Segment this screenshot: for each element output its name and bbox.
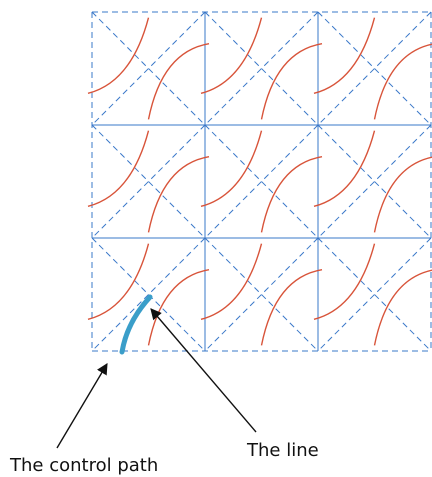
- cell-diagonal: [91, 237, 206, 352]
- red-curve: [147, 155, 210, 233]
- red-curve: [373, 43, 432, 120]
- red-curve: [200, 17, 263, 95]
- cell-diagonal: [317, 124, 432, 239]
- cell-diagonal: [317, 237, 432, 352]
- cell-diagonal: [204, 11, 319, 126]
- cell-diagonal: [204, 124, 319, 239]
- cell-diagonal: [317, 237, 432, 352]
- cell-diagonal: [91, 124, 206, 239]
- cell-diagonal: [317, 11, 432, 126]
- highlighted-control-path: [119, 294, 153, 355]
- cell-diagonal: [317, 11, 432, 126]
- cell-diagonal: [91, 237, 206, 352]
- cell-diagonal: [91, 11, 206, 126]
- red-curve: [313, 130, 376, 208]
- red-curve: [260, 155, 323, 233]
- arrow-the-line: [150, 308, 257, 433]
- red-curve: [260, 268, 323, 346]
- red-curve: [200, 243, 263, 321]
- red-curve: [87, 243, 150, 321]
- cell-diagonal: [204, 11, 319, 126]
- cell-diagonal: [204, 124, 319, 239]
- red-curve: [147, 268, 210, 346]
- red-curve: [373, 269, 432, 346]
- red-curve: [87, 130, 150, 208]
- red-curve: [87, 17, 150, 95]
- grid-layer: [91, 11, 432, 352]
- cell-diagonal: [91, 11, 206, 126]
- cell-diagonal: [91, 124, 206, 239]
- red-curve: [200, 130, 263, 208]
- label-the-line: The line: [246, 440, 319, 461]
- red-curve: [373, 156, 432, 233]
- red-curve: [147, 42, 210, 120]
- cell-diagonal: [204, 237, 319, 352]
- cell-diagonal: [317, 124, 432, 239]
- red-curve: [313, 17, 376, 95]
- red-curve: [260, 42, 323, 120]
- curve-layer: [87, 17, 432, 346]
- cell-diagonal: [204, 237, 319, 352]
- red-curve: [313, 243, 376, 321]
- label-control-path: The control path: [9, 455, 158, 476]
- arrow-control-path: [56, 363, 108, 449]
